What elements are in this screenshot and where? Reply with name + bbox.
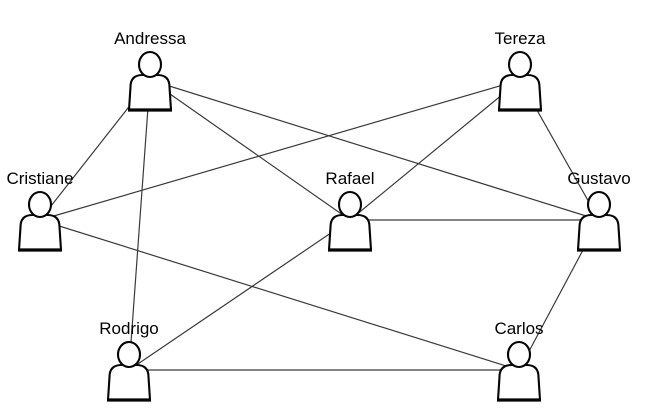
person-body xyxy=(17,213,63,252)
person-icon xyxy=(327,190,373,252)
node-carlos[interactable]: Carlos xyxy=(494,319,544,402)
person-head xyxy=(137,50,163,79)
node-andressa[interactable]: Andressa xyxy=(114,29,186,112)
node-label-gustavo: Gustavo xyxy=(567,169,630,188)
edge-andressa-rafael xyxy=(149,79,351,221)
person-head xyxy=(507,50,533,79)
person-head xyxy=(27,190,53,219)
person-icon xyxy=(106,340,152,402)
person-icon xyxy=(127,50,173,112)
node-label-rafael: Rafael xyxy=(325,169,374,188)
person-icon xyxy=(496,340,542,402)
edge-andressa-rodrigo xyxy=(128,79,151,371)
node-rafael[interactable]: Rafael xyxy=(325,169,375,252)
person-head xyxy=(116,340,142,369)
edge-cristiane-carlos xyxy=(39,219,520,371)
node-tereza[interactable]: Tereza xyxy=(494,29,546,112)
person-body xyxy=(327,213,373,252)
person-head xyxy=(586,190,612,219)
node-label-tereza: Tereza xyxy=(494,29,546,48)
person-icon xyxy=(576,190,622,252)
edge-tereza-cristiane xyxy=(39,79,521,221)
person-head xyxy=(337,190,363,219)
person-icon xyxy=(17,190,63,252)
node-gustavo[interactable]: Gustavo xyxy=(567,169,631,252)
edge-rafael-rodrigo xyxy=(128,219,351,371)
node-rodrigo[interactable]: Rodrigo xyxy=(99,319,159,402)
node-label-andressa: Andressa xyxy=(114,29,186,48)
node-label-rodrigo: Rodrigo xyxy=(99,319,159,338)
person-body xyxy=(496,363,542,402)
person-body xyxy=(576,213,622,252)
person-icon xyxy=(497,50,543,112)
node-label-carlos: Carlos xyxy=(494,319,543,338)
edge-andressa-gustavo xyxy=(149,79,600,221)
node-label-cristiane: Cristiane xyxy=(6,169,73,188)
person-body xyxy=(497,73,543,112)
edge-tereza-rafael xyxy=(349,79,521,221)
node-cristiane[interactable]: Cristiane xyxy=(6,169,74,252)
person-body xyxy=(127,73,173,112)
person-head xyxy=(506,340,532,369)
person-body xyxy=(106,363,152,402)
